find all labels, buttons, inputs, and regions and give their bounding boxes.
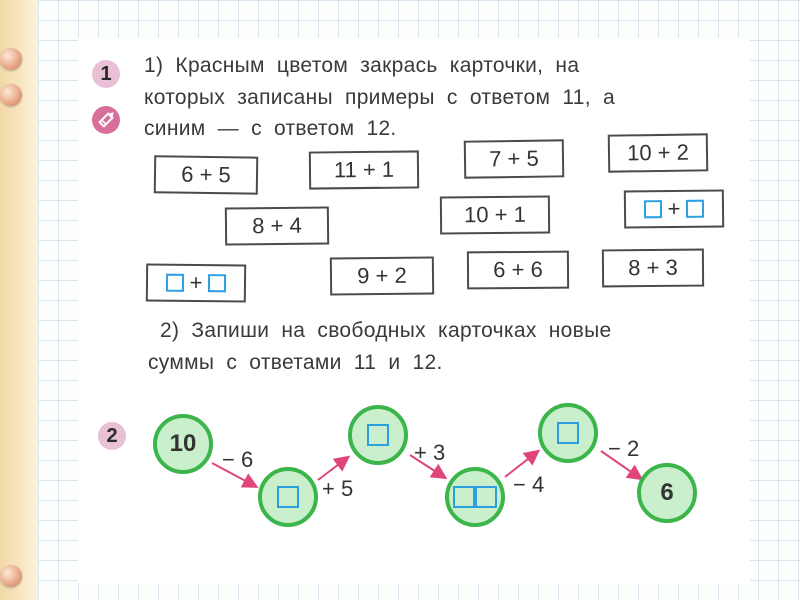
decorative-bead [0, 565, 22, 587]
arrow-5 [600, 450, 644, 481]
chain-blank-node[interactable] [538, 403, 598, 463]
task1-instruction-line3: синим — с ответом 12. [144, 117, 397, 140]
arrow-4 [504, 449, 541, 478]
task-number-badge: 2 [98, 422, 126, 450]
task-number-badge: 1 [92, 60, 120, 88]
task1-instruction-line1: 1) Красным цветом закрась карточки, на [144, 54, 580, 77]
blank-square[interactable] [557, 422, 579, 444]
operation-label: − 4 [513, 472, 545, 497]
blank-square[interactable] [367, 424, 389, 446]
chain-end-node: 6 [637, 463, 697, 523]
decorative-bead [0, 48, 22, 70]
chain-blank-node[interactable] [348, 405, 408, 465]
operation-label: + 5 [322, 476, 354, 501]
blank-square[interactable] [453, 486, 475, 508]
task1-instruction-line2: которых записаны примеры с ответом 11, а [144, 86, 615, 109]
chain-blank-node-two-digit[interactable] [445, 467, 505, 527]
decorative-side-strip [0, 0, 38, 600]
chain-blank-node[interactable] [258, 467, 318, 527]
arrow-2 [317, 455, 351, 481]
pencil-icon [92, 106, 120, 134]
task1-part2-line2: суммы с ответами 11 и 12. [148, 351, 443, 374]
decorative-bead [0, 84, 22, 106]
operation-label: − 2 [608, 436, 640, 461]
operation-label: + 3 [414, 440, 446, 465]
task1-part2-line1: 2) Запиши на свободных карточках новые [160, 319, 612, 342]
arrow-3 [409, 454, 448, 480]
blank-square[interactable] [475, 486, 497, 508]
blank-square[interactable] [277, 486, 299, 508]
arrow-1 [211, 462, 259, 488]
chain-start-node: 10 [153, 414, 213, 474]
operation-label: − 6 [222, 447, 254, 472]
